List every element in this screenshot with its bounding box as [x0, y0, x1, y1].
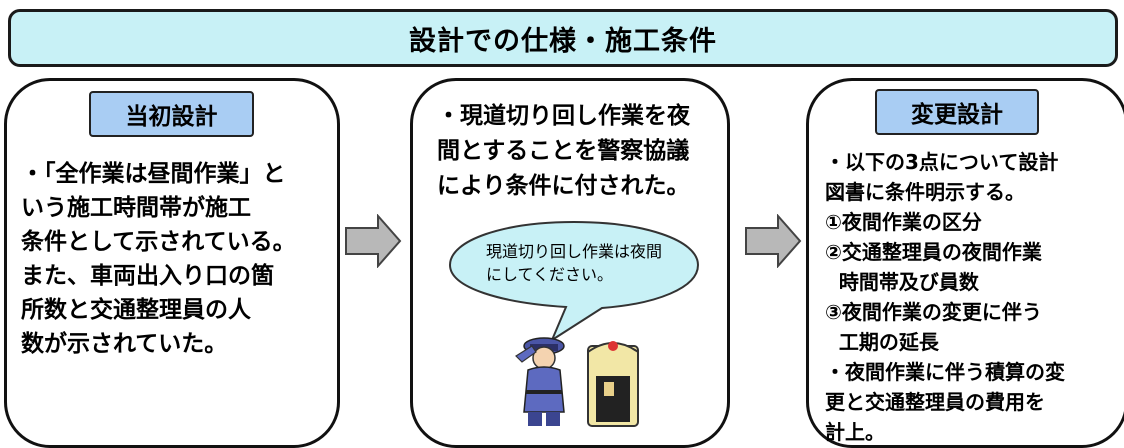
panel-initial-design: 当初設計 ・「全作業は昼間作業」と いう施工時間帯が施工 条件として示されている… — [4, 78, 340, 448]
initial-design-label: 当初設計 — [89, 91, 254, 137]
police-consultation-text: ・現道切り回し作業を夜 間とすることを警察協議 により条件に付された。 — [437, 103, 690, 199]
diagram-title: 設計での仕様・施工条件 — [8, 9, 1118, 67]
changed-design-label: 変更設計 — [875, 89, 1039, 135]
panel-changed-design: 変更設計 ・以下の3点について設計 図書に条件明示する。 ①夜間作業の区分 ②交… — [806, 78, 1124, 448]
right-arrow-icon — [345, 214, 402, 268]
initial-design-text: ・「全作業は昼間作業」と いう施工時間帯が施工 条件として示されている。 また、… — [21, 161, 296, 357]
changed-design-text: ・以下の3点について設計 図書に条件明示する。 ①夜間作業の区分 ②交通整理員の… — [825, 150, 1065, 444]
speech-bubble-text: 現道切り回し作業は夜間 にしてください。 — [486, 242, 663, 284]
police-officer-illustration — [515, 337, 639, 427]
right-arrow-icon — [745, 214, 802, 268]
